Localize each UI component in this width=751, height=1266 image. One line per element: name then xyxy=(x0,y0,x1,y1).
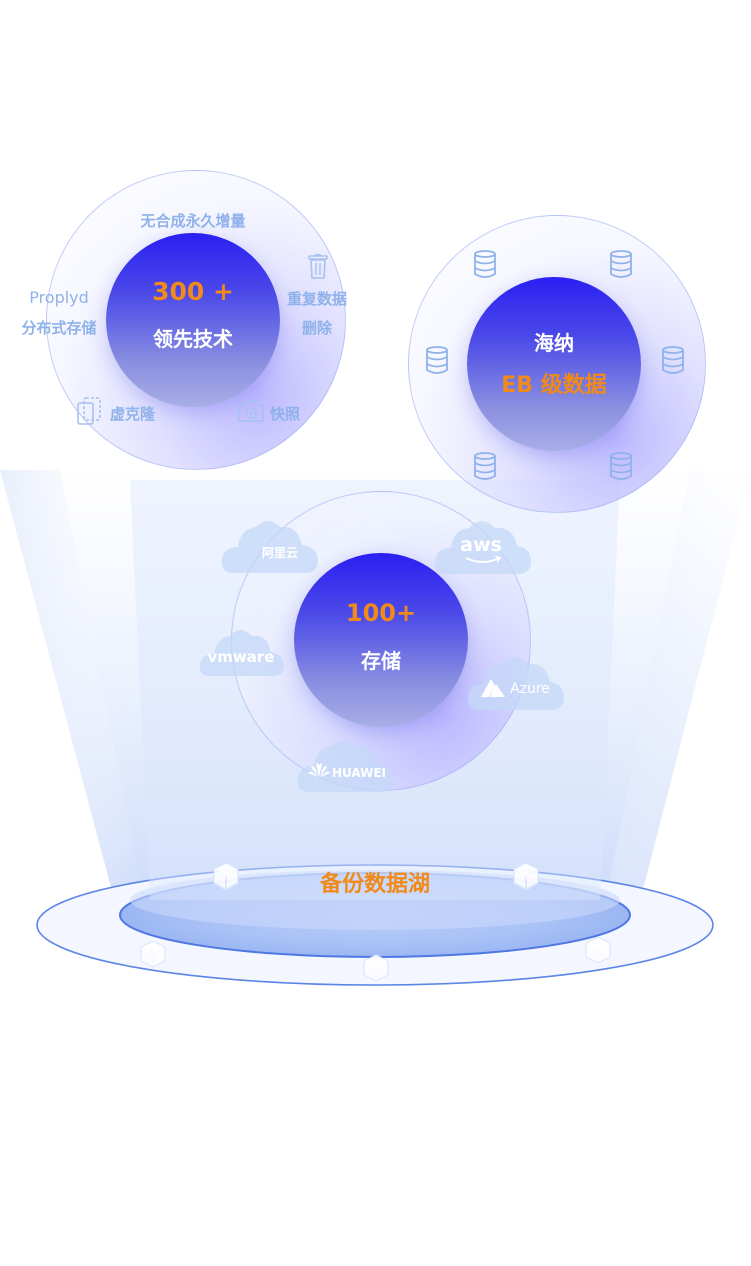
storage-count: 100+ xyxy=(345,599,417,627)
storage-circle-core: 100+ 存储 xyxy=(294,553,468,727)
data-circle-core: 海纳 EB 级数据 xyxy=(467,277,641,451)
database-icon xyxy=(662,346,684,374)
cloud-azure: Azure xyxy=(466,650,566,712)
provider-aws: aws xyxy=(460,534,502,556)
feature-snapshot: 快照 xyxy=(270,405,301,423)
clone-icon xyxy=(77,397,101,425)
cube-icon xyxy=(363,954,389,982)
provider-aliyun: 阿里云 xyxy=(261,546,298,560)
cloud-aws: aws xyxy=(433,514,533,576)
cube-icon xyxy=(213,862,239,890)
cloud-icon xyxy=(221,521,318,573)
feature-proplyd-name: Proplyd xyxy=(29,288,89,307)
cloud-icon xyxy=(297,740,394,792)
tech-label: 领先技术 xyxy=(153,327,233,351)
feature-proplyd-desc: 分布式存储 xyxy=(21,319,97,337)
aws-smile-icon xyxy=(465,556,502,563)
trash-icon xyxy=(308,254,328,279)
database-icon xyxy=(610,250,632,278)
database-icon xyxy=(426,346,448,374)
cube-icon xyxy=(140,940,166,968)
tech-count: 300 + xyxy=(152,277,234,306)
tech-circle-core: 300 + 领先技术 xyxy=(106,233,280,407)
data-label-2: EB 级数据 xyxy=(501,373,607,398)
data-label-1: 海纳 xyxy=(534,331,574,355)
lake-title: 备份数据湖 xyxy=(319,872,431,897)
feature-dedup-1: 重复数据 xyxy=(286,290,348,308)
cloud-icon xyxy=(434,521,531,574)
cloud-icon xyxy=(199,630,284,676)
provider-vmware: vmware xyxy=(207,648,275,666)
cloud-huawei: HUAWEI xyxy=(296,734,396,794)
database-icon xyxy=(610,452,632,480)
provider-huawei: HUAWEI xyxy=(331,766,387,780)
storage-label: 存储 xyxy=(361,649,401,673)
cloud-aliyun: 阿里云 xyxy=(220,515,320,575)
database-icon xyxy=(474,452,496,480)
feature-clone: 虚克隆 xyxy=(110,405,156,423)
data-circle-ring xyxy=(408,215,706,513)
cube-icon xyxy=(585,936,611,964)
feature-dedup-2: 删除 xyxy=(301,319,333,337)
provider-azure: Azure xyxy=(510,681,550,697)
azure-logo-icon xyxy=(481,679,505,697)
light-beam xyxy=(0,470,751,986)
camera-icon xyxy=(238,400,264,422)
huawei-logo-icon xyxy=(308,763,330,777)
database-icon xyxy=(474,250,496,278)
cloud-vmware: vmware xyxy=(198,624,284,678)
feature-incremental: 无合成永久增量 xyxy=(140,212,246,230)
cube-icon xyxy=(513,862,539,890)
